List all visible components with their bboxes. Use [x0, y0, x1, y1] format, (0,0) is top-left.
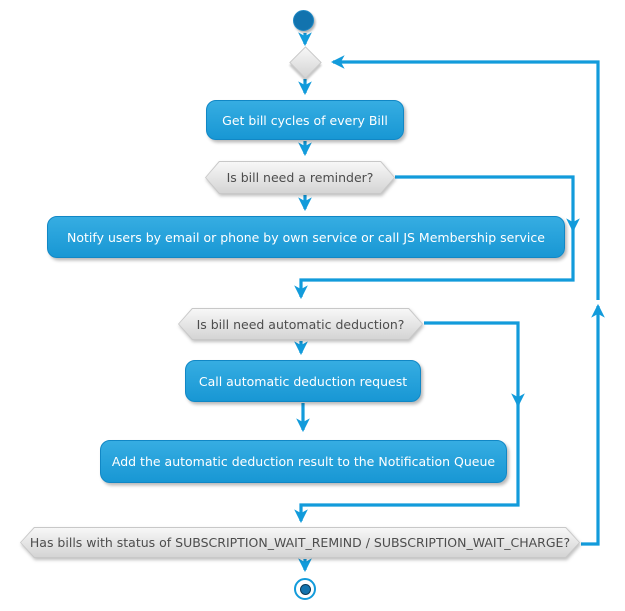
end-node-inner-dot	[299, 583, 311, 595]
decision-is-bill-need-automatic-deduction: Is bill need automatic deduction?	[178, 308, 423, 340]
edge-reminder-skip-1	[395, 175, 580, 233]
edge-loop-back-2	[330, 55, 600, 300]
activity-label: Get bill cycles of every Bill	[222, 112, 388, 128]
end-node	[294, 578, 316, 600]
decision-label: Is bill need a reminder?	[226, 170, 374, 185]
edge-loop-back-1	[581, 303, 605, 546]
activity-notify-users: Notify users by email or phone by own se…	[47, 216, 565, 258]
edge-reminder-skip-2	[294, 223, 575, 300]
activity-get-bill-cycles: Get bill cycles of every Bill	[206, 100, 404, 140]
decision-fill	[179, 309, 422, 339]
activity-label: Notify users by email or phone by own se…	[67, 229, 545, 245]
activity-call-automatic-deduction: Call automatic deduction request	[185, 360, 421, 402]
activity-label: Add the automatic deduction result to th…	[111, 454, 496, 469]
decision-label: Is bill need automatic deduction?	[196, 316, 405, 332]
decision-has-bills-with-status: Has bills with status of SUBSCRIPTION_WA…	[20, 527, 580, 558]
activity-label: Call automatic deduction request	[198, 373, 408, 389]
decision-is-bill-need-reminder: Is bill need a reminder?	[205, 161, 395, 194]
edge-deduction-skip-2	[294, 398, 520, 524]
edge-deduction-skip-1	[424, 321, 525, 408]
decision-fill	[21, 528, 579, 557]
start-node	[293, 10, 314, 31]
decision-label: Has bills with status of SUBSCRIPTION_WA…	[29, 535, 571, 550]
decision-fill	[206, 162, 394, 193]
activity-add-deduction-result: Add the automatic deduction result to th…	[100, 440, 507, 483]
